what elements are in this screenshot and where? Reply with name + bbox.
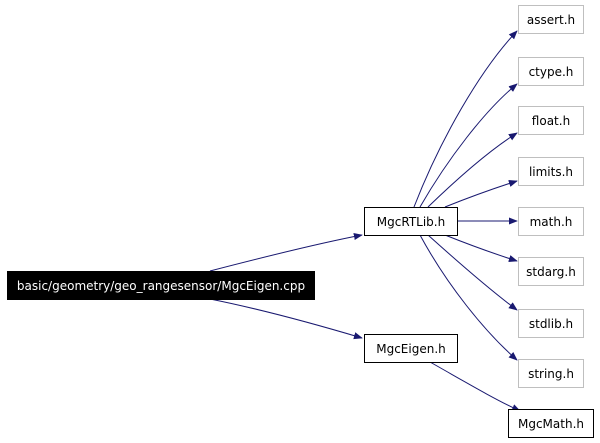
node-ctype[interactable]: ctype.h <box>518 57 584 86</box>
node-mgceigen[interactable]: MgcEigen.h <box>364 334 458 363</box>
edge-mgcrtlib-assert <box>413 30 518 208</box>
node-mgcrtlib[interactable]: MgcRTLib.h <box>364 207 458 236</box>
edge-mgcrtlib-string <box>419 234 518 361</box>
node-stdarg[interactable]: stdarg.h <box>518 257 584 286</box>
node-float[interactable]: float.h <box>518 106 584 135</box>
node-string[interactable]: string.h <box>518 359 584 388</box>
node-stdlib[interactable]: stdlib.h <box>518 309 584 338</box>
edge-mgcrtlib-stdlib <box>427 234 518 311</box>
node-math[interactable]: math.h <box>518 207 584 236</box>
node-assert[interactable]: assert.h <box>518 5 584 34</box>
node-root-file[interactable]: basic/geometry/geo_rangesensor/MgcEigen.… <box>7 271 315 300</box>
edge-mgcrtlib-limits <box>444 180 518 208</box>
edge-mgcrtlib-stdarg <box>444 234 518 262</box>
edge-root-mgcrtlib <box>209 232 363 272</box>
edge-mgcrtlib-ctype <box>419 83 518 208</box>
node-mgcmath[interactable]: MgcMath.h <box>508 409 594 438</box>
edge-mgcrtlib-float <box>427 132 518 208</box>
edge-mgceigen-mgcmath <box>429 361 521 412</box>
node-limits[interactable]: limits.h <box>518 157 584 186</box>
edge-root-mgceigen <box>209 298 363 340</box>
